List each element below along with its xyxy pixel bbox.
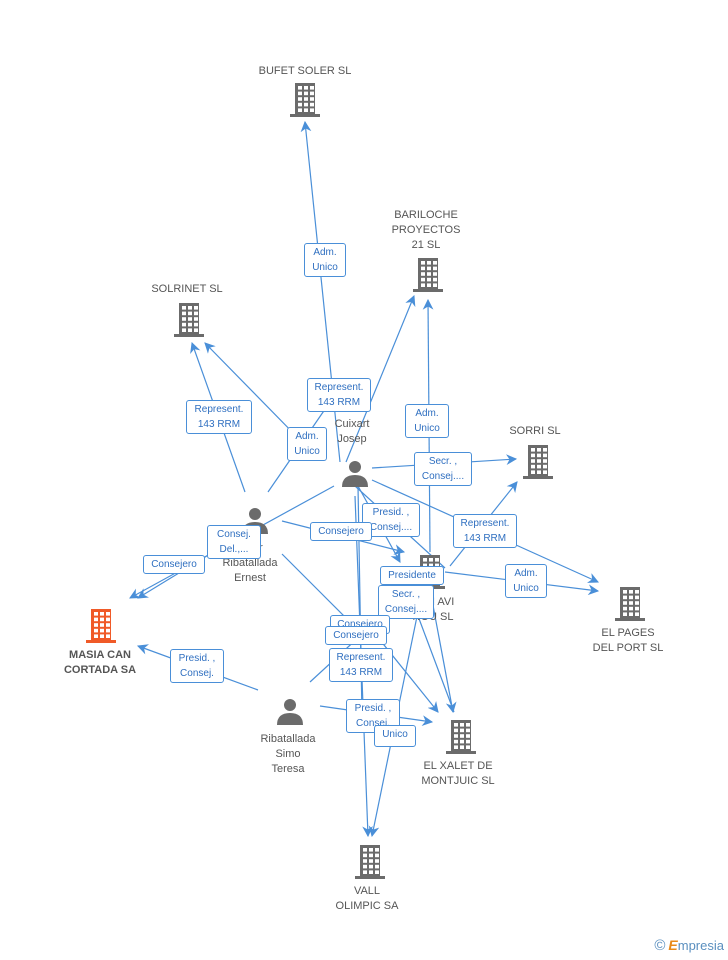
relation-edge — [431, 599, 457, 714]
building-icon[interactable] — [446, 720, 476, 754]
node-label-vall[interactable]: VALL OLIMPIC SA — [335, 885, 399, 912]
relation-label[interactable]: Consejero — [325, 626, 387, 645]
relation-label[interactable]: Presid. , Consej. — [346, 699, 400, 733]
node-label-solrinet[interactable]: SOLRINET SL — [151, 283, 223, 295]
relation-label[interactable]: Consejero — [310, 522, 372, 541]
relation-label[interactable]: Adm. Unico — [505, 564, 547, 598]
empresia-logo[interactable]: ©Empresia — [654, 937, 724, 954]
relation-label[interactable]: Represent. 143 RRM — [186, 400, 252, 434]
relation-edge — [345, 295, 416, 463]
relation-label[interactable]: Adm. Unico — [405, 404, 449, 438]
building-icon[interactable] — [615, 587, 645, 621]
relation-label[interactable]: Adm. Unico — [287, 427, 327, 461]
building-icon[interactable] — [174, 303, 204, 337]
relation-label[interactable]: Consej. Del.,... — [207, 525, 261, 559]
node-label-pages[interactable]: EL PAGES DEL PORT SL — [592, 627, 664, 654]
relation-label[interactable]: Represent. 143 RRM — [307, 378, 371, 412]
relation-edge — [204, 342, 303, 443]
building-icon[interactable] — [86, 609, 116, 643]
node-label-bariloche[interactable]: BARILOCHE PROYECTOS 21 SL — [391, 209, 461, 251]
building-icon[interactable] — [413, 258, 443, 292]
copyright-icon: © — [654, 937, 666, 954]
relation-label[interactable]: Presid. , Consej.... — [362, 503, 420, 537]
relation-label[interactable]: Unico — [374, 725, 416, 747]
relation-label[interactable]: Represent. 143 RRM — [453, 514, 517, 548]
person-icon[interactable] — [277, 699, 303, 725]
node-label-xalet[interactable]: EL XALET DE MONTJUIC SL — [421, 760, 495, 787]
relation-label[interactable]: Secr. , Consej.... — [378, 585, 434, 619]
relation-label[interactable]: Secr. , Consej.... — [414, 452, 472, 486]
relation-label[interactable]: Adm. Unico — [304, 243, 346, 277]
person-icon[interactable] — [342, 461, 368, 487]
relation-label[interactable]: Presid. , Consej. — [170, 649, 224, 683]
relation-label[interactable]: Presidente — [380, 566, 444, 585]
relation-label[interactable]: Consejero — [143, 555, 205, 574]
relation-label[interactable]: Represent. 143 RRM — [329, 648, 393, 682]
building-icon[interactable] — [290, 83, 320, 117]
node-label-sorri[interactable]: SORRI SL — [509, 425, 561, 437]
building-icon[interactable] — [523, 445, 553, 479]
node-label-teresa[interactable]: Ribatallada Simo Teresa — [260, 733, 316, 775]
building-icon[interactable] — [355, 845, 385, 879]
node-label-masia[interactable]: MASIA CAN CORTADA SA — [63, 649, 137, 676]
node-label-bufet[interactable]: BUFET SOLER SL — [258, 65, 352, 77]
